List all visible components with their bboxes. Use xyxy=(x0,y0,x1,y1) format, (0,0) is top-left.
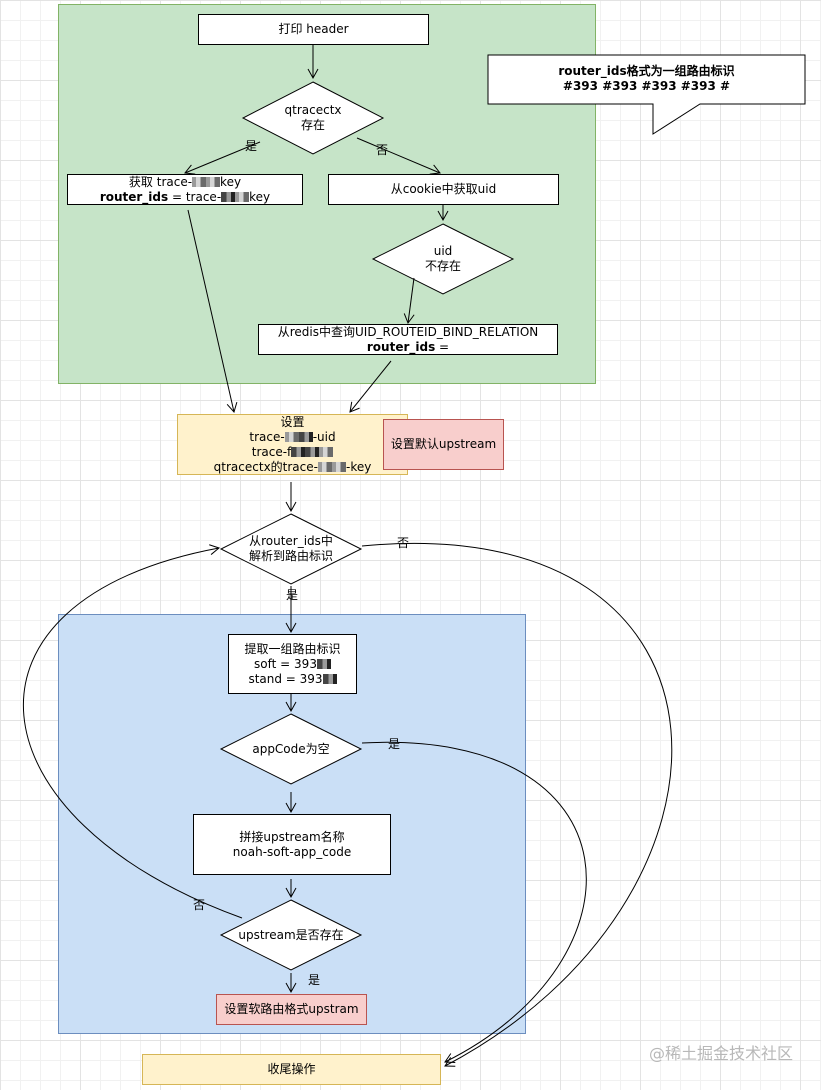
diamond-uid xyxy=(371,223,515,295)
callout-text: router_ids格式为一组路由标识 #393 #393 #393 #393 … xyxy=(488,61,805,97)
set-line3-a: trace-f xyxy=(251,444,292,459)
set-line2-b: -uid xyxy=(312,429,336,444)
redis-query-line2-rest: = xyxy=(435,339,450,354)
extract-line1: 提取一组路由标识 xyxy=(244,641,341,656)
set-line3: trace-f xyxy=(252,445,334,460)
get-trace-key-line2-bold: router_ids xyxy=(99,189,169,204)
extract-line3-text: stand = 393 xyxy=(248,671,323,686)
concat-line2: noah-soft-app_code xyxy=(232,844,352,859)
set-line1: 设置 xyxy=(280,414,305,429)
set-soft-route-node: 设置软路由格式upstram xyxy=(216,994,367,1025)
edge-qtracectx-no xyxy=(356,137,441,175)
redis-query-line2-bold: router_ids xyxy=(366,339,436,354)
extract-route-ids-node: 提取一组路由标识 soft = 393 stand = 393 xyxy=(228,634,357,694)
default-upstream-node: 设置默认upstream xyxy=(383,419,504,470)
extract-line2: soft = 393 xyxy=(254,657,331,672)
edge-label-qtracectx-yes: 是 xyxy=(245,139,258,153)
print-header-node: 打印 header xyxy=(198,14,429,45)
upstream-exists-decision: upstream是否存在 xyxy=(221,917,361,953)
set-trace-node: 设置 trace- -uid trace-f qtracectx的trace- -k… xyxy=(177,414,408,475)
set-line4-b: -key xyxy=(345,459,372,474)
redacted-mosaic xyxy=(316,659,331,669)
redacted-mosaic xyxy=(298,432,313,442)
get-trace-key-line2-a: = trace- xyxy=(168,189,222,204)
redacted-mosaic xyxy=(284,432,299,442)
edge-label-appcode-yes: 是 xyxy=(388,737,401,751)
watermark: @稀土掘金技术社区 xyxy=(648,1044,793,1063)
get-trace-key-line1: 获取 trace-key xyxy=(129,175,241,190)
get-uid-from-cookie-label: 从cookie中获取uid xyxy=(390,182,497,196)
default-upstream-label: 设置默认upstream xyxy=(390,437,497,451)
redacted-mosaic xyxy=(235,192,250,202)
edge-appcode-yes xyxy=(361,741,587,1063)
redis-query-line1: 从redis中查询UID_ROUTEID_BIND_RELATION xyxy=(277,324,539,339)
finish-node: 收尾操作 xyxy=(142,1054,441,1085)
redacted-mosaic xyxy=(322,674,337,684)
set-line4: qtracectx的trace- -key xyxy=(214,460,372,475)
concat-upstream-node: 拼接upstream名称 noah-soft-app_code xyxy=(193,814,391,875)
redacted-mosaic xyxy=(319,447,334,457)
redis-query-node: 从redis中查询UID_ROUTEID_BIND_RELATION route… xyxy=(258,324,558,355)
redacted-mosaic xyxy=(317,462,332,472)
callout-line1: router_ids格式为一组路由标识 xyxy=(558,64,735,78)
diamond-parse-router-ids xyxy=(219,513,363,585)
edge-label-upstream-yes: 是 xyxy=(308,973,321,987)
redacted-mosaic xyxy=(221,192,236,202)
parse-line2: 解析到路由标识 xyxy=(248,549,333,563)
edge-label-parse-yes: 是 xyxy=(286,588,299,602)
extract-line2-text: soft = 393 xyxy=(254,656,317,671)
print-header-label: 打印 header xyxy=(278,22,349,36)
edge-label-upstream-no: 否 xyxy=(193,898,206,912)
set-line4-a: qtracectx的trace- xyxy=(213,459,318,474)
set-line2-a: trace- xyxy=(249,429,285,444)
get-trace-key-line2: router_ids = trace-key xyxy=(100,190,270,205)
uid-line2: 不存在 xyxy=(424,259,461,273)
get-trace-key-line1-a: 获取 trace- xyxy=(128,174,193,189)
edge-redis-to-set xyxy=(349,360,392,413)
callout-line2: #393 #393 #393 #393 # xyxy=(562,79,731,93)
qtracectx-exists-decision: qtracectx 存在 xyxy=(243,100,383,136)
diamond-appcode xyxy=(219,713,363,785)
edge-uid-to-redis xyxy=(403,277,415,325)
extract-line3: stand = 393 xyxy=(248,671,337,687)
concat-line1: 拼接upstream名称 xyxy=(239,829,345,844)
parse-router-ids-decision: 从router_ids中 解析到路由标识 xyxy=(221,531,361,567)
callout-bubble xyxy=(487,54,806,135)
set-line2: trace- -uid xyxy=(249,430,335,445)
redis-query-line2: router_ids = xyxy=(367,340,449,355)
redacted-mosaic xyxy=(206,177,221,187)
edge-label-qtracectx-no: 否 xyxy=(376,143,389,157)
edge-label-parse-no: 否 xyxy=(397,536,410,550)
diamond-upstream-exists xyxy=(219,899,363,971)
qtracectx-line1: qtracectx xyxy=(284,103,342,117)
redacted-mosaic xyxy=(291,447,306,457)
redacted-mosaic xyxy=(305,447,320,457)
finish-label: 收尾操作 xyxy=(267,1062,316,1076)
edge-qtracectx-yes xyxy=(184,141,261,175)
edge-parse-no xyxy=(361,543,673,1067)
get-trace-key-node: 获取 trace-key router_ids = trace-key xyxy=(67,174,303,205)
uid-line1: uid xyxy=(433,244,453,258)
appcode-empty-decision: appCode为空 xyxy=(221,731,361,767)
parse-line1: 从router_ids中 xyxy=(249,534,333,548)
upstream-exists-label: upstream是否存在 xyxy=(238,927,344,942)
qtracectx-line2: 存在 xyxy=(300,118,325,132)
get-trace-key-line1-b: key xyxy=(220,174,242,189)
redacted-mosaic xyxy=(331,462,346,472)
redacted-mosaic xyxy=(192,177,207,187)
get-trace-key-line2-b: key xyxy=(249,189,271,204)
appcode-empty-label: appCode为空 xyxy=(252,741,330,756)
edge-tracekey-to-set xyxy=(187,209,238,414)
diamond-qtracectx xyxy=(241,81,385,155)
edge-upstream-no xyxy=(22,544,243,919)
uid-not-exists-decision: uid 不存在 xyxy=(373,241,513,277)
set-soft-route-label: 设置软路由格式upstram xyxy=(224,1002,359,1016)
get-uid-from-cookie-node: 从cookie中获取uid xyxy=(328,174,559,205)
